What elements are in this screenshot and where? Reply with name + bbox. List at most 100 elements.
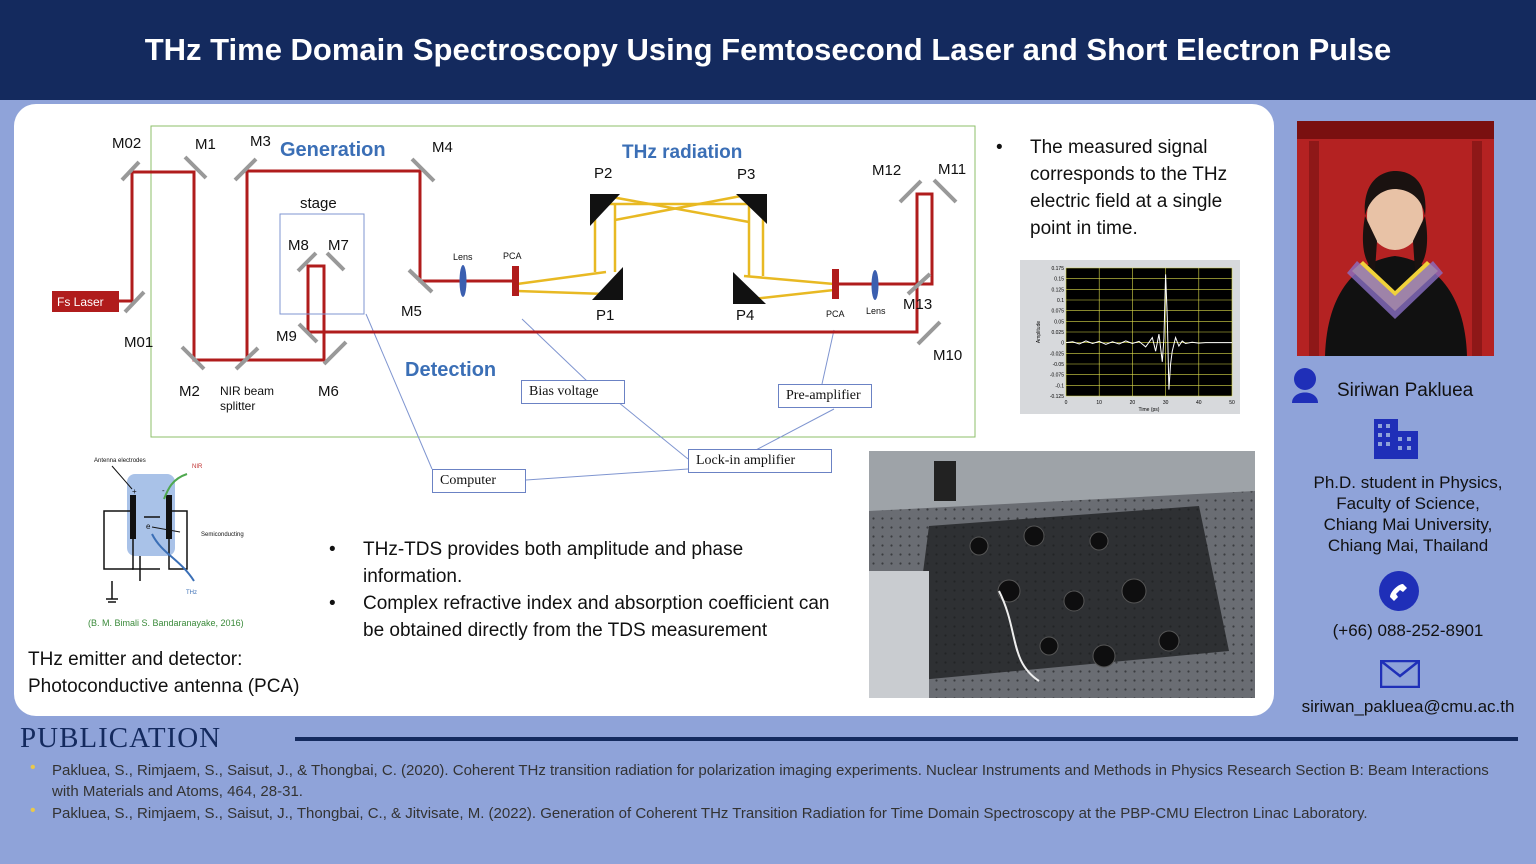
- mirror-label-m3: M3: [250, 133, 271, 150]
- mirror-label-m01: M01: [124, 334, 154, 351]
- profile-photo: [1297, 121, 1494, 356]
- mirror-label-m10: M10: [933, 347, 963, 364]
- stage-box: [279, 213, 365, 315]
- nir-label: NIR: [192, 464, 203, 470]
- chart-xtick-label: 50: [1229, 400, 1235, 406]
- publication-divider: [295, 737, 1518, 741]
- parabolic-mirror-group: [590, 194, 767, 304]
- affiliation-line: Faculty of Science,: [1336, 494, 1480, 513]
- lens-label-detection: Lens: [866, 306, 886, 316]
- person-icon: [1292, 368, 1318, 403]
- bias-voltage-box: Bias voltage: [521, 380, 625, 404]
- parabolic-mirror-p1: [592, 267, 623, 300]
- affiliation-line: Ph.D. student in Physics,: [1313, 473, 1503, 492]
- mirror-label-m7: M7: [328, 237, 349, 254]
- affiliation-line: Chiang Mai University,: [1323, 515, 1493, 534]
- parabolic-mirror-p3: [736, 194, 767, 224]
- antenna-electrode-left: [130, 495, 136, 539]
- bullet-dot: •: [30, 759, 36, 776]
- antenna-electrode-right: [166, 495, 172, 539]
- chart-ytick-label: 0.1: [1057, 298, 1064, 304]
- profile-email[interactable]: siriwan_pakluea@cmu.ac.th: [1301, 697, 1515, 716]
- phone-icon: [1379, 571, 1419, 611]
- chart-xtick-label: 30: [1163, 400, 1169, 406]
- header-bar: THz Time Domain Spectroscopy Using Femto…: [0, 0, 1536, 100]
- bullet-item: The measured signal corresponds to the T…: [994, 134, 1244, 242]
- pca-detector: [832, 269, 839, 299]
- chart-ytick-label: -0.025: [1050, 351, 1064, 357]
- thz-out-label: THz: [186, 590, 197, 596]
- detection-heading: Detection: [405, 359, 497, 381]
- mirror-label-m4: M4: [432, 139, 453, 156]
- parabolic-label-p4: P4: [736, 307, 755, 324]
- lens-generation: [459, 265, 467, 297]
- parabolic-mirror-p2: [590, 194, 620, 226]
- lens-detection: [871, 270, 879, 300]
- antenna-electrodes-label: Antenna electrodes: [94, 458, 146, 464]
- publication-item: • Pakluea, S., Rimjaem, S., Saisut, J., …: [30, 802, 1512, 824]
- profile-affiliation: Ph.D. student in Physics, Faculty of Sci…: [1280, 472, 1536, 556]
- mirror-label-m5: M5: [401, 303, 422, 320]
- lock-in-amplifier-box: Lock-in amplifier: [688, 449, 832, 473]
- thz-beam-path: [516, 194, 835, 302]
- publication-heading: PUBLICATION: [20, 722, 222, 754]
- parabolic-label-p2: P2: [594, 165, 613, 182]
- bullet-item: Complex refractive index and absorption …: [327, 590, 847, 644]
- thz-signal-chart: 0 10 20 30 40 50 0.175 0.15 0.125 0.1 0.075 0.05 0.0…: [1020, 260, 1240, 414]
- profile-name: Siriwan Pakluea: [1337, 380, 1474, 401]
- chart-ytick-label: 0.05: [1054, 319, 1064, 325]
- profile-phone: (+66) 088-252-8901: [1332, 621, 1484, 640]
- plus-label: +: [132, 487, 137, 496]
- chart-xtick-label: 10: [1096, 400, 1102, 406]
- semiconducting-label: Semiconducting: [201, 532, 244, 538]
- chart-series-line: [1065, 274, 1232, 390]
- pre-amplifier-box: Pre-amplifier: [778, 384, 872, 408]
- bullet-item: THz-TDS provides both amplitude and phas…: [327, 536, 847, 590]
- chart-ytick-label: -0.05: [1053, 362, 1065, 368]
- chart-ytick-label: 0: [1061, 341, 1064, 347]
- bullet-dot: •: [30, 802, 36, 819]
- generation-heading: Generation: [280, 139, 386, 161]
- electron-label: e: [146, 522, 151, 531]
- mirror-label-m1: M1: [195, 136, 216, 153]
- antenna-caption: THz emitter and detector: Photoconductiv…: [28, 646, 299, 700]
- chart-ytick-label: -0.1: [1055, 383, 1064, 389]
- pca-label-detection: PCA: [826, 309, 845, 319]
- antenna-substrate: [127, 474, 175, 556]
- chart-ytick-label: 0.175: [1051, 266, 1064, 272]
- mail-icon: [1380, 660, 1420, 688]
- publication-item: • Pakluea, S., Rimjaem, S., Saisut, J., …: [30, 759, 1512, 802]
- computer-box: Computer: [432, 469, 526, 493]
- affiliation-line: Chiang Mai, Thailand: [1327, 536, 1489, 555]
- mirror-label-m8: M8: [288, 237, 309, 254]
- chart-ytick-label: -0.075: [1050, 373, 1064, 379]
- chart-ytick-label: 0.15: [1054, 277, 1064, 283]
- mirror-label-m9: M9: [276, 328, 297, 345]
- antenna-caption-line2: Photoconductive antenna (PCA): [28, 676, 300, 697]
- page-title: THz Time Domain Spectroscopy Using Femto…: [144, 32, 1392, 67]
- minus-label: -: [162, 486, 165, 495]
- chart-ytick-label: 0.125: [1051, 287, 1064, 293]
- main-panel: Fs Laser Generation THz radiation Detect…: [14, 104, 1274, 716]
- chart-ytick-label: 0.075: [1051, 309, 1064, 315]
- antenna-citation: (B. M. Bimali S. Bandaranayake, 2016): [88, 618, 244, 628]
- fs-laser-label: Fs Laser: [57, 295, 104, 309]
- mirror-group: [120, 155, 958, 371]
- chart-ytick-label: 0.025: [1051, 330, 1064, 336]
- chart-xtick-label: 0: [1065, 400, 1068, 406]
- right-bullet-list: The measured signal corresponds to the T…: [994, 134, 1244, 242]
- publication-text: Pakluea, S., Rimjaem, S., Saisut, J., Th…: [52, 805, 1368, 822]
- laser-beam-path: [119, 169, 934, 362]
- fs-laser-box: [52, 291, 119, 312]
- chart-xlabel: Time (ps): [1139, 407, 1160, 413]
- chart-xtick-label: 20: [1130, 400, 1136, 406]
- chart-xtick-label: 40: [1196, 400, 1202, 406]
- thz-radiation-heading: THz radiation: [622, 142, 743, 163]
- chart-ytick-label: -0.125: [1050, 394, 1064, 400]
- setup-frame: [150, 125, 976, 438]
- pca-label-generation: PCA: [503, 251, 522, 261]
- mirror-label-m13: M13: [903, 296, 933, 313]
- parabolic-label-p1: P1: [596, 307, 615, 324]
- mirror-label-m12: M12: [872, 162, 902, 179]
- setup-diagram: [52, 125, 976, 481]
